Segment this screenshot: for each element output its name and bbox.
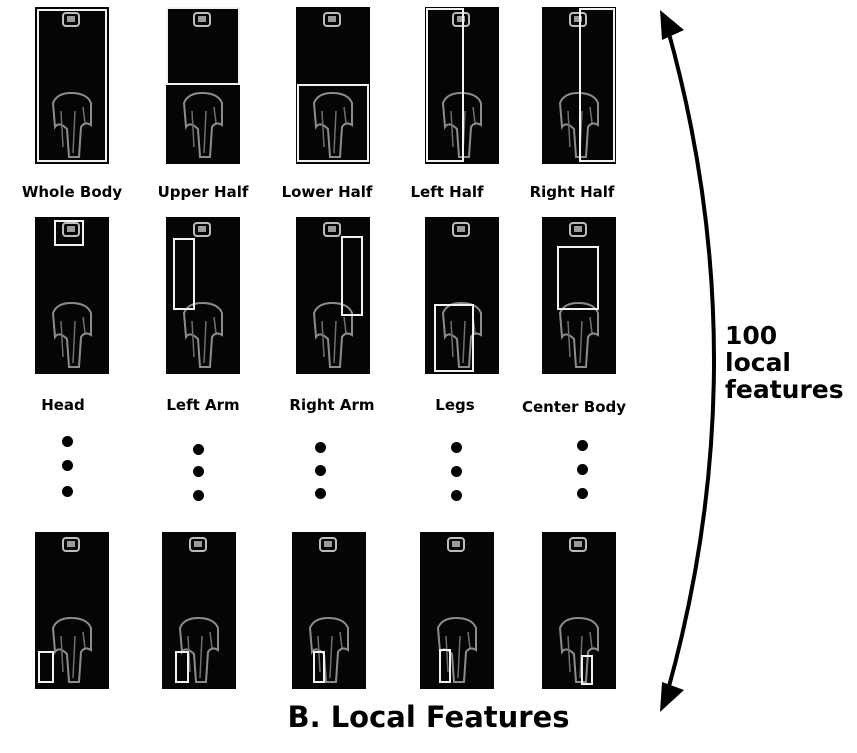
person-silhouette-icon [166, 7, 240, 158]
label-legs: Legs [435, 396, 475, 414]
thumb-lower-half [296, 7, 370, 164]
thumb-legs [425, 217, 499, 374]
dot [62, 460, 73, 471]
label-left-half: Left Half [410, 183, 484, 201]
person-silhouette-icon [558, 8, 615, 162]
person-silhouette-icon [175, 537, 219, 683]
person-silhouette-icon [312, 222, 363, 368]
feature-region-box [434, 304, 474, 372]
label-right-half: Right Half [529, 183, 615, 201]
dot [451, 490, 462, 501]
person-silhouette-icon [297, 12, 369, 162]
label-whole-body: Whole Body [21, 183, 123, 201]
dot [62, 486, 73, 497]
thumb-bottom-5 [542, 532, 616, 689]
dot [577, 488, 588, 499]
feature-region-box [37, 9, 107, 162]
person-silhouette-icon [557, 222, 599, 368]
label-center-body: Center Body [521, 398, 627, 416]
feature-region-box [297, 84, 369, 162]
dot [451, 466, 462, 477]
person-silhouette-icon [436, 537, 477, 683]
thumb-head [35, 217, 109, 374]
feature-region-box [579, 8, 615, 162]
thumb-right-half [542, 7, 616, 164]
feature-region-box [581, 655, 593, 685]
thumb-upper-half [166, 7, 240, 164]
dot [193, 444, 204, 455]
thumb-bottom-3 [292, 532, 366, 689]
feature-region-box [341, 236, 363, 316]
feature-count-label: 100 local features [725, 321, 844, 404]
person-silhouette-icon [426, 8, 482, 162]
dot [315, 465, 326, 476]
feature-region-box [173, 238, 195, 310]
label-lower-half: Lower Half [281, 183, 373, 201]
feature-region-box [426, 8, 464, 162]
feature-region-box [54, 220, 84, 246]
label-left-arm: Left Arm [166, 396, 240, 414]
person-silhouette-icon [434, 222, 482, 372]
feature-region-box [175, 651, 189, 683]
dot [62, 436, 73, 447]
person-silhouette-icon [51, 220, 92, 368]
feature-region-box [313, 651, 325, 683]
feature-region-box [557, 246, 599, 310]
label-right-arm: Right Arm [289, 396, 375, 414]
person-silhouette-icon [38, 537, 92, 683]
person-silhouette-icon [558, 537, 599, 685]
thumb-left-arm [166, 217, 240, 374]
thumb-right-arm [296, 217, 370, 374]
thumb-center-body [542, 217, 616, 374]
thumb-bottom-2 [162, 532, 236, 689]
section-title: B. Local Features [287, 700, 570, 734]
arrowhead-up-icon [660, 10, 684, 40]
dot [315, 488, 326, 499]
dot [577, 440, 588, 451]
thumb-left-half [425, 7, 499, 164]
feature-region-box [439, 649, 451, 683]
thumb-bottom-4 [420, 532, 494, 689]
person-silhouette-icon [173, 222, 223, 368]
arrowhead-down-icon [660, 682, 684, 712]
dot [315, 442, 326, 453]
feature-region-box [166, 7, 240, 85]
label-head: Head [41, 396, 85, 414]
thumb-whole-body [35, 7, 109, 164]
feature-region-box [38, 651, 54, 683]
dot [193, 466, 204, 477]
thumb-bottom-1 [35, 532, 109, 689]
label-upper-half: Upper Half [157, 183, 249, 201]
dot [451, 442, 462, 453]
dot [577, 464, 588, 475]
person-silhouette-icon [37, 9, 107, 162]
person-silhouette-icon [308, 537, 349, 683]
dot [193, 490, 204, 501]
